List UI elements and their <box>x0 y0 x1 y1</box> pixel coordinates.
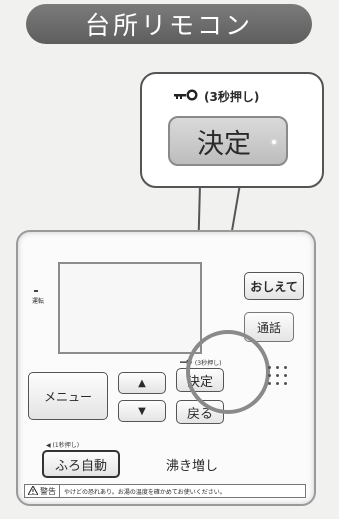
menu-button[interactable]: メニュー <box>28 372 108 420</box>
up-arrow-icon: ▲ <box>138 377 146 389</box>
decide-button-enlarged-label: 決定 <box>197 128 251 160</box>
down-arrow-icon: ▼ <box>138 405 146 417</box>
back-button-label: 戻る <box>186 406 213 422</box>
tsuwa-button-label: 通話 <box>256 320 281 335</box>
tsuwa-button[interactable]: 通話 <box>244 312 294 342</box>
arrow-icon: ◀ <box>46 442 51 449</box>
up-button[interactable]: ▲ <box>118 372 166 394</box>
lock-hint-text: (3秒押し) <box>204 90 260 104</box>
furo-jido-button[interactable]: ふろ自動 <box>42 450 120 478</box>
furo-jido-button-label: ふろ自動 <box>54 458 107 474</box>
key-icon <box>174 89 200 104</box>
warning-tag: 警告 <box>25 484 60 497</box>
warning-triangle-icon <box>27 484 39 497</box>
power-label: 運転 <box>32 298 45 305</box>
decide-button-enlarged[interactable]: 決定 <box>168 116 288 166</box>
down-button[interactable]: ▼ <box>118 400 166 422</box>
furo-hint: ◀ (1秒押し) <box>46 442 80 449</box>
power-indicator: 運転 <box>32 280 46 305</box>
wakimashi-button[interactable]: 沸き増し <box>150 450 234 478</box>
kitchen-remote: 運転 おしえて 通話 メニュー ▲ ▼ (3秒押し) 決定 戻る <box>16 230 316 506</box>
wakimashi-button-label: 沸き増し <box>165 458 218 474</box>
display-screen <box>58 262 202 354</box>
oshiete-button[interactable]: おしえて <box>244 272 304 300</box>
callout-bubble: (3秒押し) 決定 <box>140 72 324 188</box>
highlight-circle <box>186 330 270 414</box>
indicator-light <box>272 140 276 144</box>
warning-text: やけどの恐れあり。お湯の温度を確かめてお使いください。 <box>64 488 226 496</box>
lock-hint: (3秒押し) <box>174 88 259 105</box>
page-title: 台所リモコン <box>84 11 253 40</box>
menu-button-label: メニュー <box>43 389 92 404</box>
oshiete-button-label: おしえて <box>250 279 298 294</box>
warning-label: 警告 やけどの恐れあり。お湯の温度を確かめてお使いください。 <box>24 484 306 498</box>
page-title-banner: 台所リモコン <box>26 4 312 44</box>
